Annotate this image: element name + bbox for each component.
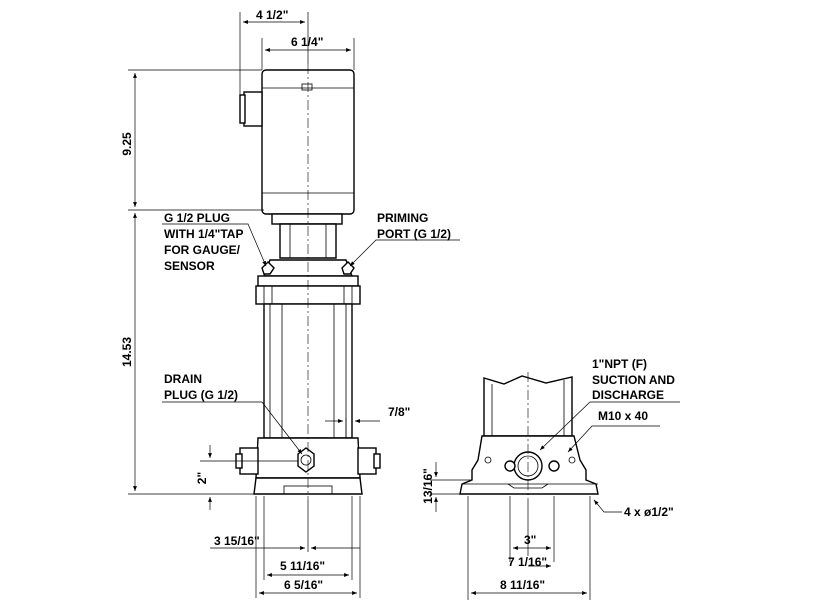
dim-9-25-label: 9.25 [120, 132, 134, 156]
dim-6-5-16-label: 6 5/16" [284, 578, 323, 592]
dim-8-11-16-label: 8 11/16" [500, 578, 545, 592]
gauge-plug-line-4: SENSOR [164, 259, 215, 273]
priming-port-line-2: PORT (G 1/2) [377, 227, 451, 241]
dimension-labels: 4 1/2" 6 1/4" 9.25 14.53 2" 7/8" 3 15/16… [120, 8, 674, 592]
dim-4-1-2-label: 4 1/2" [256, 8, 288, 22]
dim-7-8-label: 7/8" [388, 405, 410, 419]
dim-3-label: 3" [524, 533, 536, 547]
drain-plug-line-2: PLUG (G 1/2) [164, 388, 238, 402]
dim-7-1-16-label: 7 1/16" [508, 555, 547, 569]
terminal-box [243, 91, 263, 127]
priming-port-line-1: PRIMING [377, 211, 428, 225]
pump-side-view [235, 64, 381, 500]
side-view-dimensions [128, 12, 460, 598]
end-view-dimensions [430, 401, 680, 600]
suction-line-2: SUCTION AND [592, 373, 675, 387]
suction-line-3: DISCHARGE [592, 388, 664, 402]
drain-plug-line-1: DRAIN [164, 372, 202, 386]
dim-2-label: 2" [195, 472, 209, 484]
bolt-size-label: M10 x 40 [598, 409, 648, 423]
bolt-holes-label: 4 x ø1/2" [624, 505, 674, 519]
gauge-plug-line-2: WITH 1/4"TAP [164, 227, 243, 241]
suction-line-1: 1"NPT (F) [592, 357, 647, 371]
gauge-plug-line-3: FOR GAUGE/ [164, 243, 241, 257]
dim-6-1-4-label: 6 1/4" [291, 35, 323, 49]
dim-14-53-label: 14.53 [120, 337, 134, 367]
dim-3-15-16-label: 3 15/16" [214, 534, 260, 548]
dim-13-16-label: 13/16" [421, 468, 435, 504]
dim-5-11-16-label: 5 11/16" [280, 559, 325, 573]
gauge-plug-line-1: G 1/2 PLUG [164, 211, 230, 225]
pump-end-view [459, 372, 599, 500]
callout-labels: G 1/2 PLUG WITH 1/4"TAP FOR GAUGE/ SENSO… [164, 211, 675, 402]
